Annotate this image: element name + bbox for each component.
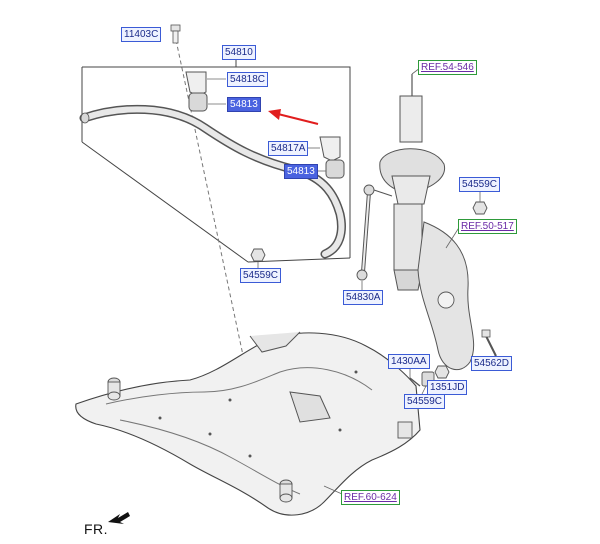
part-label-54559c-strut[interactable]: 54559C	[459, 177, 501, 192]
part-label-1351jd[interactable]: 1351JD	[427, 380, 468, 395]
part-label-1430aa[interactable]: 1430AA	[388, 354, 430, 369]
detail-box-bottom	[247, 257, 351, 263]
part-label-54830a[interactable]: 54830A	[343, 290, 384, 305]
detail-box-outline	[82, 66, 351, 258]
bracket-54817a	[319, 136, 341, 162]
leader-54559c-c	[421, 385, 427, 395]
front-direction-label: FR.	[84, 521, 109, 537]
bracket-54818c	[185, 71, 207, 97]
part-label-54562d[interactable]: 54562D	[471, 356, 513, 371]
front-subframe	[75, 331, 421, 516]
red-pointer-arrow	[268, 109, 319, 125]
part-label-54813-lower[interactable]: 54813	[284, 164, 318, 179]
ref-link-54-546[interactable]: REF.54-546	[418, 60, 477, 75]
bolt-11403c	[170, 24, 181, 44]
part-label-54817a[interactable]: 54817A	[268, 141, 309, 156]
bushing-54813-upper	[188, 92, 208, 112]
part-label-54559c-balljoint[interactable]: 54559C	[404, 394, 446, 409]
nut-54559c-stabilizer	[250, 248, 266, 262]
leader-ref-60-624	[323, 485, 343, 495]
bushing-54813-lower	[325, 159, 345, 179]
detail-box-diagonal	[81, 141, 249, 263]
ref-link-60-624[interactable]: REF.60-624	[341, 490, 400, 505]
leader-bolt-to-subframe	[175, 39, 245, 361]
ref-link-50-517[interactable]: REF.50-517	[458, 219, 517, 234]
steering-knuckle	[417, 221, 475, 371]
bolt-54562d	[481, 329, 497, 357]
front-direction-arrow-icon	[108, 512, 130, 524]
part-label-54818c[interactable]: 54818C	[227, 72, 269, 87]
stabilizer-link-54830a	[356, 184, 393, 281]
part-label-54559c-stabilizer[interactable]: 54559C	[240, 268, 282, 283]
part-label-11403c[interactable]: 11403C	[121, 27, 162, 42]
nut-54559c-strut	[472, 201, 488, 215]
part-label-54810[interactable]: 54810	[222, 45, 256, 60]
stabilizer-bar	[79, 104, 346, 259]
leader-ref-50-517	[445, 225, 461, 249]
part-label-54813-upper[interactable]: 54813	[227, 97, 261, 112]
